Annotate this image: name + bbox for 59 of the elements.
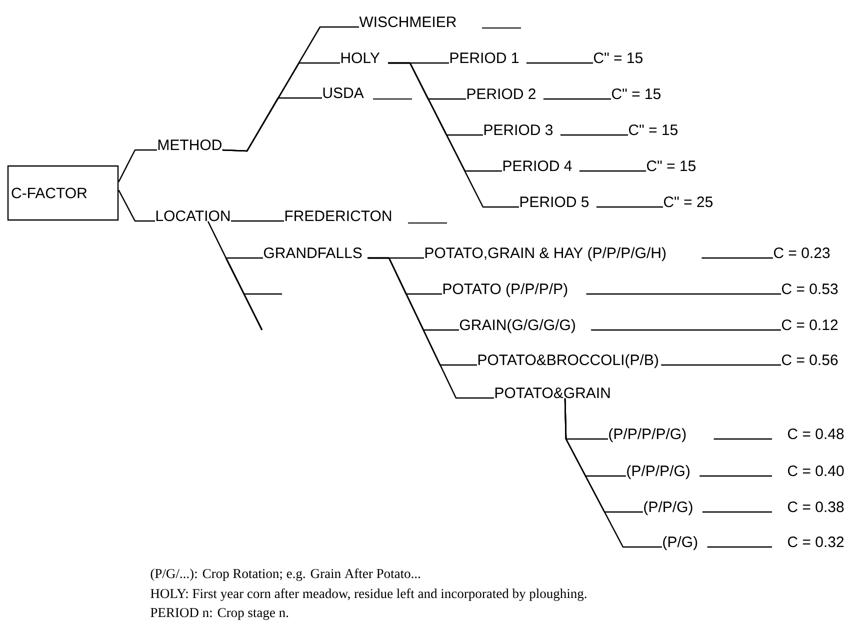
tree-connector <box>596 206 663 208</box>
value-label: C" = 15 <box>646 160 696 172</box>
value-label: C = 0.32 <box>788 536 844 548</box>
branch-label: FREDERICTON <box>285 210 392 222</box>
tree-connector <box>560 134 628 136</box>
footnote: (P/G/...): Crop Rotation; e.g. Grain After Potato... <box>150 568 420 581</box>
value-label: C = 0.12 <box>782 320 838 330</box>
branch-label: POTATO,GRAIN & HAY (P/P/P/G/H) <box>425 247 666 262</box>
branch-label: HOLY <box>341 52 380 64</box>
branch-label: PERIOD 2 <box>467 88 536 100</box>
branch-label: GRANDFALLS <box>264 248 362 258</box>
branch-label: POTATO&BROCCOLI(P/B) <box>478 354 658 368</box>
tree-connector <box>700 475 772 477</box>
branch-label: METHOD <box>158 140 222 150</box>
branch-label: LOCATION <box>156 210 230 222</box>
value-label: C = 0.40 <box>788 466 844 476</box>
tree-connector <box>564 398 662 548</box>
tree-connector <box>579 170 646 172</box>
tree-connector <box>368 257 494 399</box>
tree-connector <box>118 149 157 182</box>
value-label: C" = 25 <box>664 196 712 208</box>
branch-label: PERIOD 1 <box>450 52 518 64</box>
branch-label: WISCHMEIER <box>359 16 456 28</box>
value-label: C = 0.23 <box>774 248 830 258</box>
tree-connector <box>702 511 772 513</box>
tree-connector <box>543 98 611 100</box>
branch-label: POTATO&GRAIN <box>495 388 610 398</box>
branch-label: POTATO (P/P/P/P) <box>443 283 568 298</box>
branch-label: GRAIN(G/G/G/G) <box>460 319 575 334</box>
branch-label: (P/P/G) <box>644 501 692 516</box>
branch-label: (P/P/P/G) <box>627 465 690 480</box>
tree-connector <box>661 364 781 366</box>
tree-connector <box>586 293 781 295</box>
branch-label: (P/P/P/P/G) <box>609 428 686 442</box>
footnote: HOLY: First year corn after meadow, residue left and incorporated by ploughing. <box>150 588 586 601</box>
branch-label: PERIOD 4 <box>503 160 572 172</box>
footnote: PERIOD n: Crop stage n. <box>150 608 288 620</box>
tree-connector <box>207 221 263 259</box>
tree-connector <box>118 190 155 222</box>
tree-connector <box>714 438 772 440</box>
value-label: C" = 15 <box>594 52 642 64</box>
tree-connector <box>591 329 781 331</box>
value-label: C" = 15 <box>628 124 678 136</box>
branch-label: (P/G) <box>663 536 698 550</box>
value-label: C = 0.48 <box>788 428 844 440</box>
value-label: C = 0.53 <box>782 284 838 294</box>
value-label: C = 0.56 <box>782 354 838 366</box>
tree-connector <box>230 220 284 222</box>
factor-box: C-FACTOR <box>7 165 119 221</box>
tree-connector <box>388 62 519 208</box>
tree-connector <box>707 546 772 548</box>
tree-connector <box>702 257 773 259</box>
branch-label: PERIOD 5 <box>520 196 589 208</box>
value-label: C = 0.38 <box>788 502 844 512</box>
branch-label: USDA <box>323 88 364 98</box>
branch-label: PERIOD 3 <box>484 124 553 136</box>
value-label: C" = 15 <box>612 88 660 100</box>
tree-connector <box>526 62 593 64</box>
tree-connector <box>222 97 322 152</box>
